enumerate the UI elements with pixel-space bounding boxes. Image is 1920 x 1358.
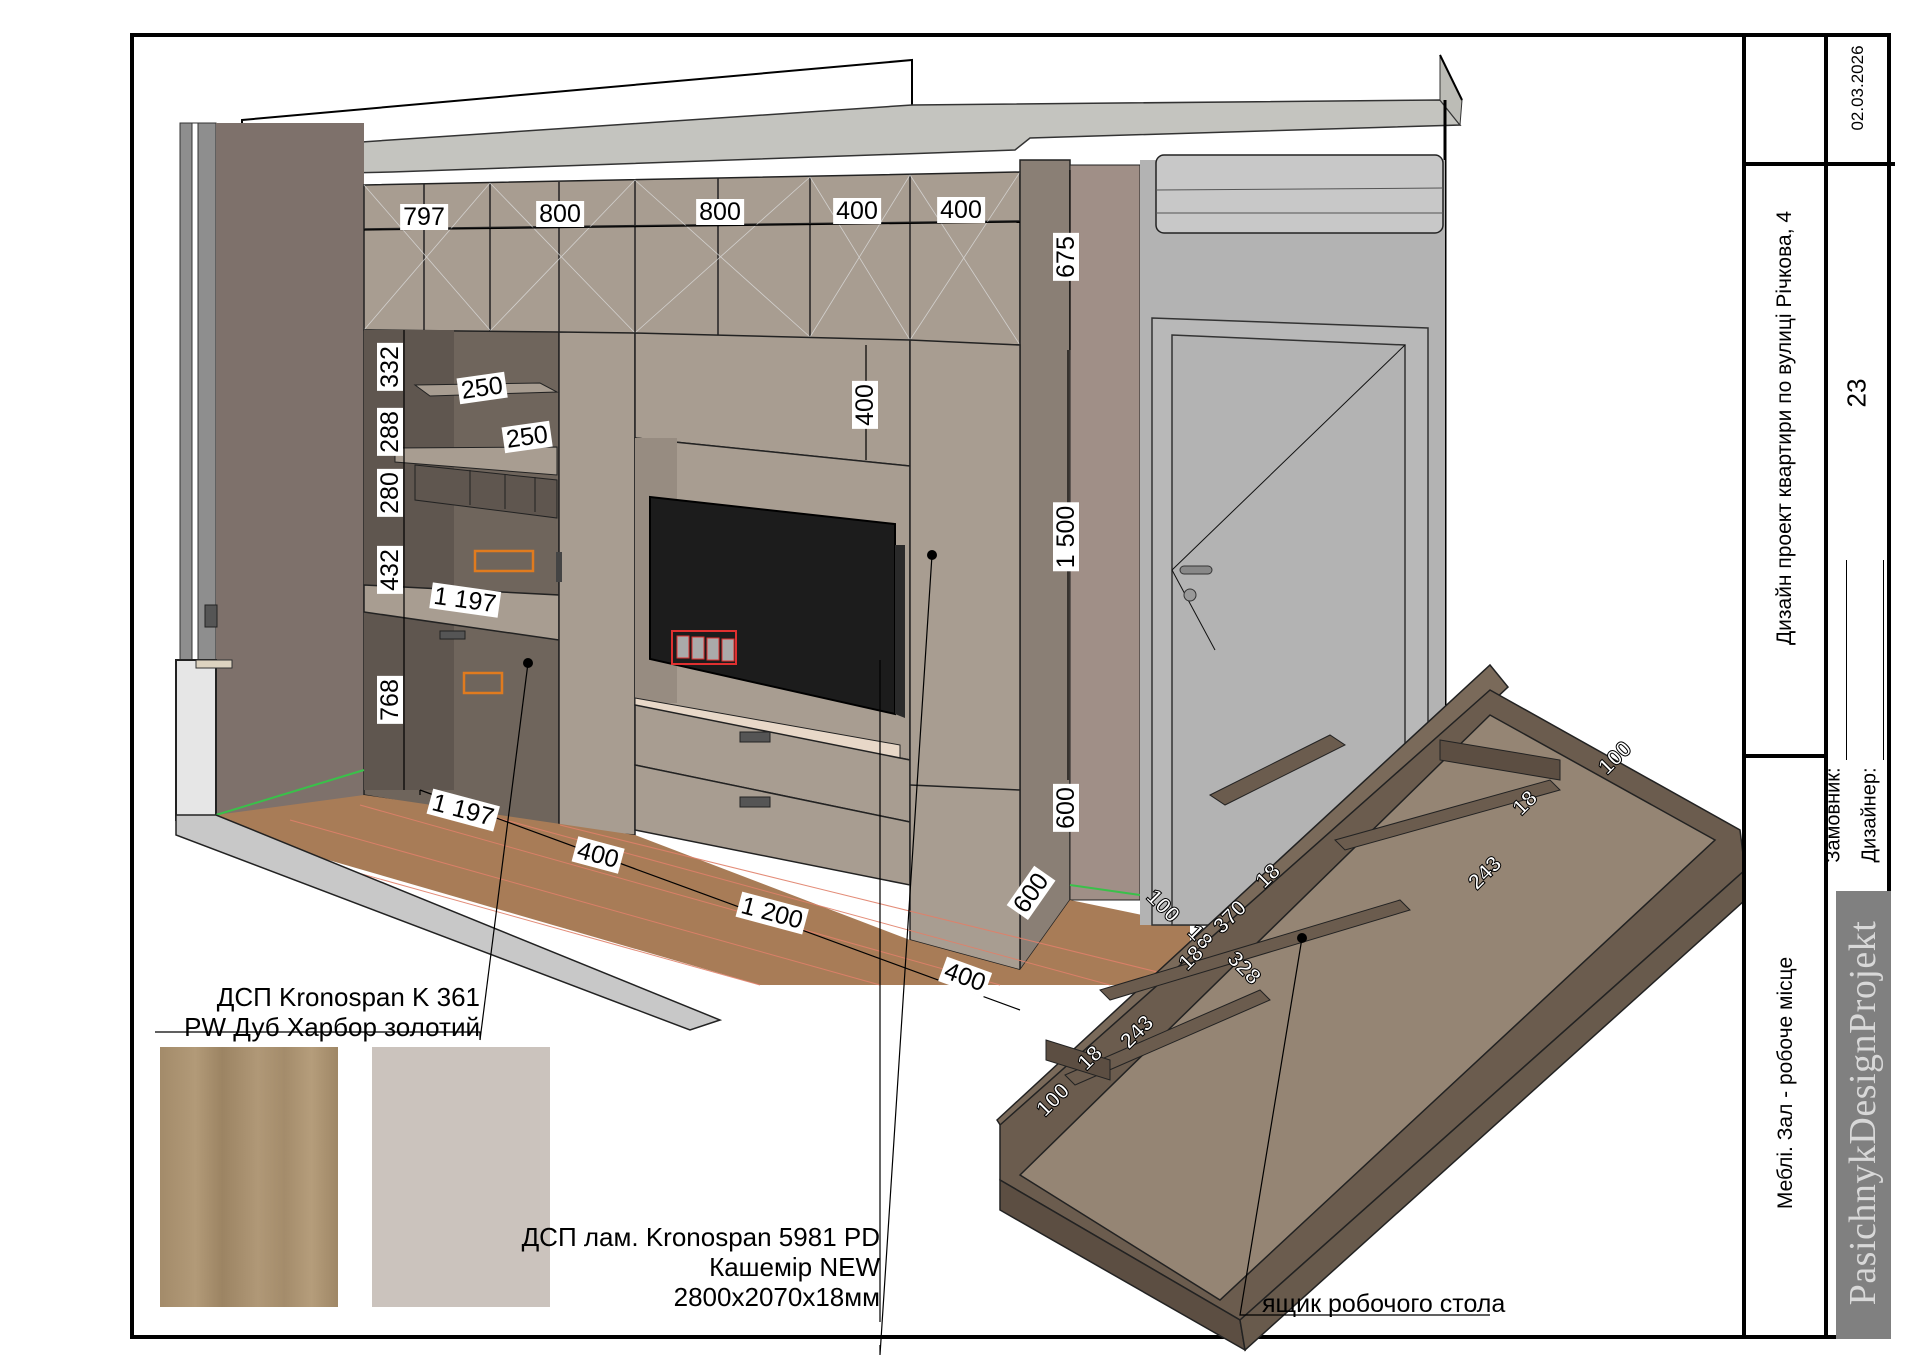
dim-middle-1500: 1 500 [1052, 502, 1080, 572]
dim-top-800-b: 800 [696, 199, 744, 225]
dim-tv-top-400: 400 [851, 381, 879, 429]
floor-edge-slab [175, 814, 723, 1031]
right-tall-panel [909, 339, 1021, 971]
studio-brand-name: PasichnykDesignProjekt [1842, 920, 1884, 1306]
studio-brand-panel [1836, 891, 1891, 1339]
leader-cashmere [879, 554, 933, 1356]
title-designer-label: Дизайнер: [1858, 767, 1881, 863]
material-cashmere-swatch [372, 1047, 550, 1307]
cubby-unit [414, 464, 558, 519]
drawer-detail-render [996, 663, 1746, 1352]
drawer-handle-1 [739, 731, 771, 743]
title-customer-label: Замовник: [1822, 767, 1845, 863]
outlet-block-lower [462, 671, 504, 695]
pink-wall-strip [1069, 164, 1141, 901]
floor [216, 795, 1190, 985]
dim-desk-768: 768 [376, 676, 404, 724]
material-cashmere-label: ДСП лам. Kronospan 5981 PD Кашемір NEW 2… [522, 1222, 880, 1312]
tb-project-cell [1746, 166, 1828, 758]
dim-top-400-b: 400 [937, 197, 985, 223]
material-cashmere-line3: 2800x2070x18мм [673, 1282, 880, 1312]
tb-sheet-cell [1828, 166, 1895, 758]
designer-signature-line [1883, 560, 1884, 760]
air-conditioner [1155, 154, 1444, 234]
material-oak-label: ДСП Kronospan K 361 PW Дуб Харбор золоти… [184, 982, 480, 1042]
title-sheet-name: Меблі. Зал - робоче місце [1774, 956, 1797, 1210]
dim-desk-288: 288 [376, 408, 404, 456]
dim-desk-280: 280 [376, 469, 404, 517]
shelf-2 [394, 446, 558, 476]
tv-outlet-block [671, 630, 737, 665]
desk-drawer-handle [439, 630, 466, 640]
tb-date-cell [1828, 33, 1895, 166]
dim-top-800-a: 800 [536, 201, 584, 227]
dim-upper-675: 675 [1052, 233, 1080, 281]
dim-shelf-250-b: 250 [501, 420, 553, 454]
upper-cabinets [363, 171, 1021, 346]
material-oak-line1: ДСП Kronospan K 361 [216, 982, 480, 1012]
outlet-block-upper [473, 549, 535, 573]
tb-top-left-cell [1746, 33, 1828, 166]
title-date: 02.03.2026 [1848, 45, 1867, 131]
drawer-detail-label: ящик робочого стола [1262, 1290, 1506, 1318]
dim-shelf-250-a: 250 [456, 371, 508, 405]
title-project: Дизайн проект квартири по вулиці Річкова… [1773, 210, 1796, 646]
material-oak-swatch [160, 1047, 338, 1307]
title-block [1742, 33, 1895, 1339]
tb-sheetname-cell [1746, 758, 1828, 1339]
customer-signature-line [1846, 560, 1847, 760]
dim-desk-432: 432 [376, 546, 404, 594]
title-sheet-number: 23 [1841, 378, 1872, 408]
left-tall-panel [558, 331, 636, 836]
drawer-handle-2 [739, 796, 771, 808]
dim-top-400-a: 400 [833, 198, 881, 224]
dim-top-797: 797 [400, 204, 448, 230]
dim-desk-332: 332 [376, 343, 404, 391]
material-cashmere-line2: Кашемір NEW [709, 1252, 880, 1282]
door-handle [1179, 565, 1213, 575]
left-wall [216, 123, 364, 823]
left-pillar [179, 122, 193, 664]
material-oak-line2: PW Дуб Харбор золотий [184, 1012, 480, 1042]
material-cashmere-line1: ДСП лам. Kronospan 5981 PD [521, 1222, 880, 1252]
dim-lower-600: 600 [1052, 784, 1080, 832]
leader-oak [479, 662, 529, 1041]
